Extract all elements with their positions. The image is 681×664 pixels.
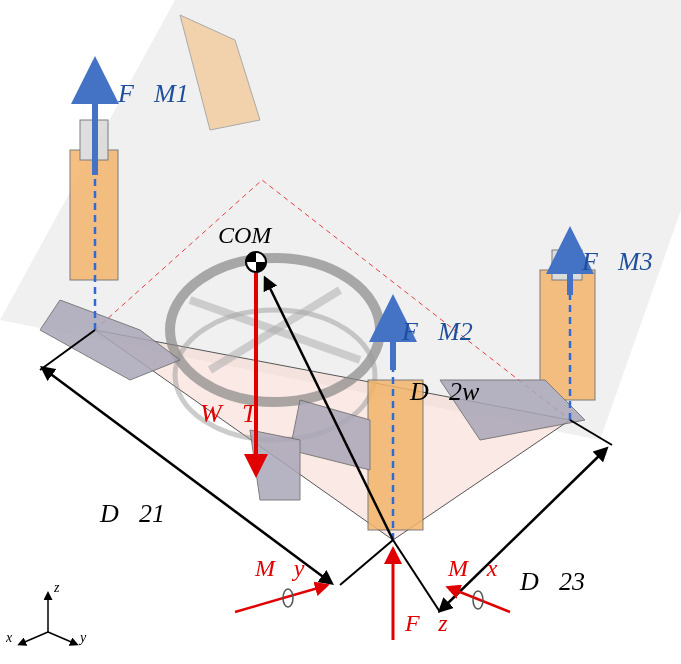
dimension-label: D⃗23 — [520, 568, 585, 597]
vector-label: D⃗2w — [410, 378, 479, 407]
moment-label: M⃗y — [255, 555, 304, 581]
com-label: COM — [218, 222, 271, 248]
dimension-label: D⃗21 — [100, 500, 165, 529]
axis-label: z — [54, 580, 59, 595]
axis-label: y — [80, 630, 86, 645]
moment-label: M⃗x — [448, 555, 497, 581]
force-label: F⃗M1 — [118, 80, 189, 109]
weight-label: W⃗T — [200, 400, 256, 429]
force-label: F⃗M3 — [582, 248, 653, 277]
force-label: F⃗z — [405, 610, 448, 636]
axis-label: x — [6, 630, 12, 645]
force-label: F⃗M2 — [402, 318, 473, 347]
